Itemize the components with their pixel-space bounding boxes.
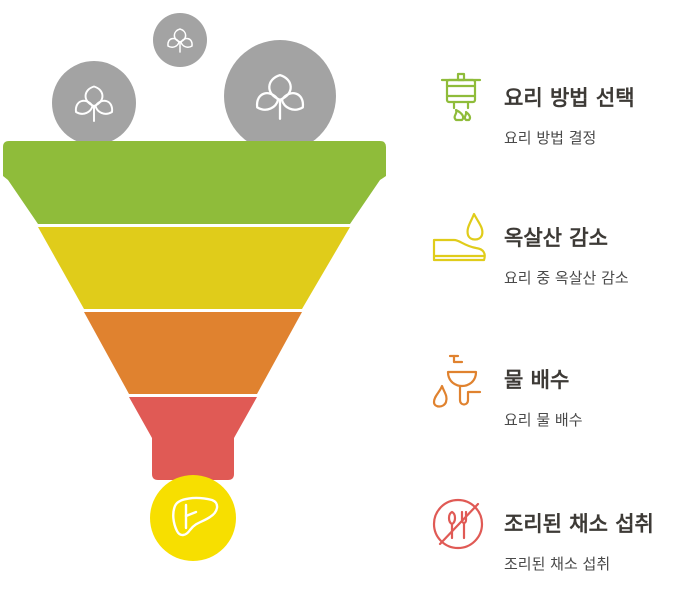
step-cooking-method: 요리 방법 선택 요리 방법 결정 <box>432 70 697 150</box>
input-leaf-medium <box>52 61 136 145</box>
cooking-pot-icon <box>440 72 482 122</box>
step-description: 요리 중 옥살산 감소 <box>504 269 629 287</box>
no-utensils-icon <box>432 498 484 550</box>
step-description: 요리 방법 결정 <box>504 129 597 147</box>
funnel-layer-2 <box>38 227 350 309</box>
leaf-icon <box>75 85 113 122</box>
water-drop-dish-icon <box>432 212 486 262</box>
leaf-icon <box>167 28 193 53</box>
output-circle <box>150 475 236 561</box>
step-title: 요리 방법 선택 <box>504 86 635 110</box>
step-description: 요리 물 배수 <box>504 411 583 429</box>
sink-drain-icon <box>432 354 482 408</box>
step-description: 조리된 채소 섭취 <box>504 555 611 573</box>
funnel-layer-4 <box>129 397 257 480</box>
funnel-layer-3 <box>84 312 302 394</box>
step-title: 조리된 채소 섭취 <box>504 512 654 536</box>
step-eat-cooked-vegetables: 조리된 채소 섭취 조리된 채소 섭취 <box>432 496 697 576</box>
leaf-icon <box>256 73 304 120</box>
step-title: 옥살산 감소 <box>504 226 608 250</box>
step-oxalate-reduction: 옥살산 감소 요리 중 옥살산 감소 <box>432 210 697 290</box>
input-leaf-small <box>153 13 207 67</box>
funnel-diagram <box>3 13 386 561</box>
funnel-layer-1 <box>3 141 386 224</box>
step-title: 물 배수 <box>504 368 570 392</box>
liver-icon <box>172 496 219 537</box>
step-drain-water: 물 배수 요리 물 배수 <box>432 352 697 432</box>
input-leaf-large <box>224 40 336 152</box>
